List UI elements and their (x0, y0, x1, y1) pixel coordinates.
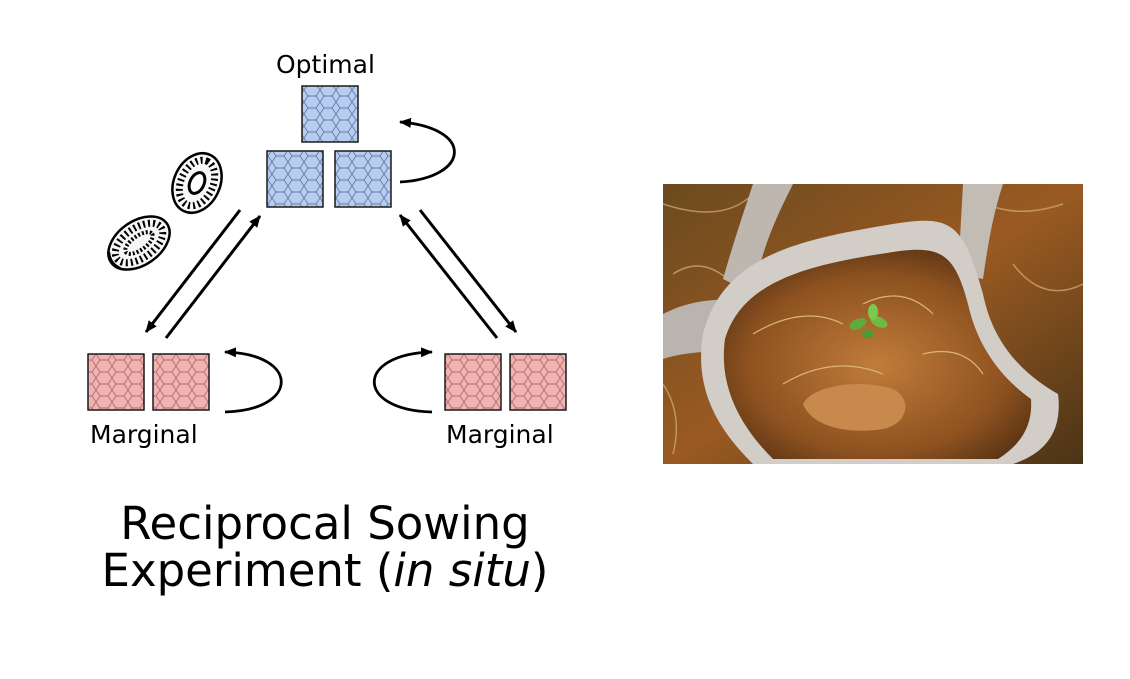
arrow-optimal-to-marginal-right (418, 209, 518, 333)
label-marginal-left: Marginal (90, 420, 198, 449)
marginal-left-plot-2 (152, 353, 210, 411)
label-optimal: Optimal (276, 50, 375, 79)
loop-arrow-marginal-right (373, 347, 433, 414)
title-line-1: Reciprocal Sowing (120, 497, 530, 550)
label-marginal-right: Marginal (446, 420, 554, 449)
optimal-plot-left (266, 150, 324, 208)
arrow-marginal-left-to-optimal (164, 215, 262, 339)
loop-arrow-marginal-left (224, 347, 283, 414)
arrow-marginal-right-to-optimal (398, 214, 499, 339)
seedling-icon (849, 304, 888, 338)
title-line-2-italic: in situ (393, 544, 531, 597)
title-line-2-suffix: ) (530, 544, 549, 597)
marginal-right-plot-2 (509, 353, 567, 411)
seeds-icon (107, 152, 223, 271)
optimal-plot-right (334, 150, 392, 208)
title-line-2-prefix: Experiment ( (101, 544, 394, 597)
marginal-left-plot-1 (87, 353, 145, 411)
seedling-photo (663, 184, 1083, 464)
loop-arrow-optimal (399, 117, 456, 184)
diagram-title: Reciprocal Sowing Experiment (in situ) (60, 500, 590, 594)
marginal-right-plot-1 (444, 353, 502, 411)
optimal-plot-top (301, 85, 359, 143)
title-line-2: Experiment (in situ) (60, 547, 590, 594)
arrow-optimal-to-marginal-left (144, 209, 242, 333)
